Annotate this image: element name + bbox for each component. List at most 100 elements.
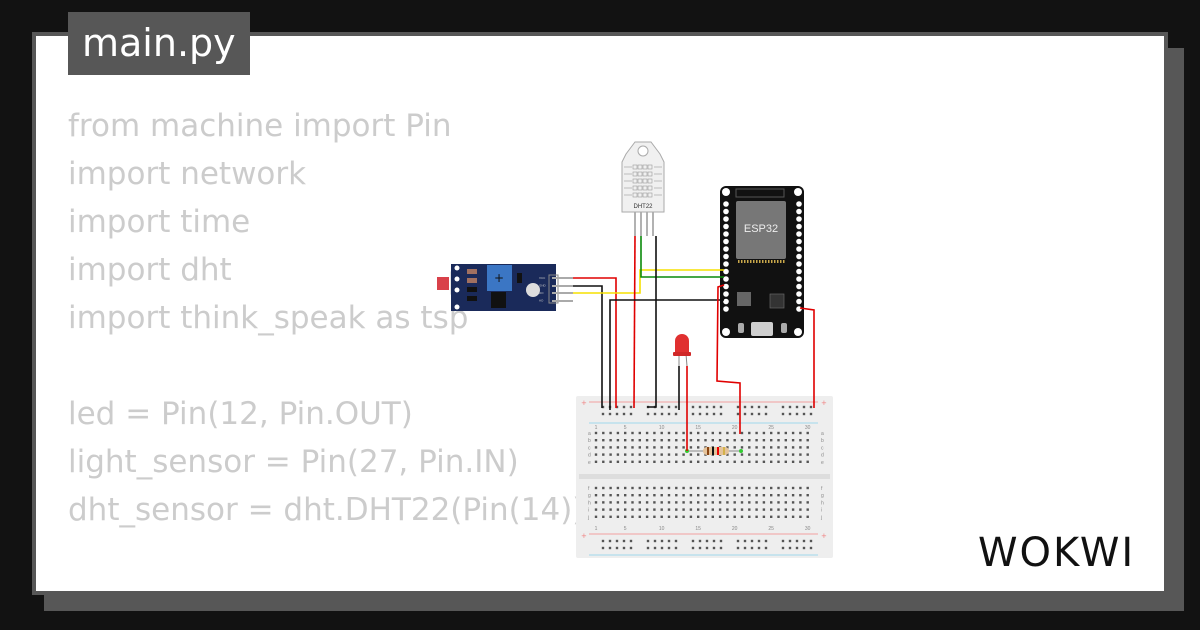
breadboard-hole[interactable]	[777, 439, 780, 442]
breadboard-hole[interactable]	[689, 486, 693, 490]
breadboard-hole[interactable]	[602, 431, 605, 435]
rail-hole[interactable]	[795, 546, 799, 550]
esp32-pin[interactable]	[723, 276, 729, 282]
breadboard-hole[interactable]	[791, 501, 795, 504]
breadboard-hole[interactable]	[740, 439, 744, 442]
breadboard-hole[interactable]	[704, 486, 707, 490]
rail-hole[interactable]	[809, 412, 813, 416]
breadboard-hole[interactable]	[755, 501, 758, 504]
rail-hole[interactable]	[629, 546, 633, 550]
rail-hole[interactable]	[698, 412, 702, 416]
rail-hole[interactable]	[795, 405, 799, 409]
breadboard-hole[interactable]	[667, 515, 671, 518]
rail-hole[interactable]	[629, 412, 633, 416]
breadboard-hole[interactable]	[770, 431, 773, 435]
breadboard-hole[interactable]	[660, 494, 663, 497]
breadboard-hole[interactable]	[704, 501, 707, 504]
breadboard-hole[interactable]	[645, 508, 649, 511]
breadboard-hole[interactable]	[602, 515, 605, 518]
breadboard-hole[interactable]	[660, 431, 663, 435]
rail-hole[interactable]	[653, 539, 657, 543]
breadboard-hole[interactable]	[806, 460, 809, 463]
breadboard-hole[interactable]	[616, 501, 620, 504]
breadboard-hole[interactable]	[675, 453, 678, 456]
rail-hole[interactable]	[795, 539, 799, 543]
breadboard-hole[interactable]	[624, 460, 627, 463]
rail-hole[interactable]	[653, 412, 657, 416]
breadboard-hole[interactable]	[718, 515, 722, 518]
breadboard-hole[interactable]	[682, 453, 685, 456]
breadboard-hole[interactable]	[682, 446, 685, 449]
rail-hole[interactable]	[667, 546, 671, 550]
breadboard-hole[interactable]	[609, 460, 612, 463]
breadboard-hole[interactable]	[667, 501, 671, 504]
esp32-pin[interactable]	[796, 276, 802, 282]
breadboard-hole[interactable]	[609, 515, 612, 518]
breadboard-hole[interactable]	[594, 508, 598, 511]
breadboard-hole[interactable]	[711, 515, 714, 518]
breadboard-hole[interactable]	[733, 494, 736, 497]
esp32-pin[interactable]	[723, 201, 729, 207]
breadboard-hole[interactable]	[762, 453, 766, 456]
breadboard-hole[interactable]	[704, 431, 707, 435]
breadboard-hole[interactable]	[594, 494, 598, 497]
breadboard-hole[interactable]	[609, 453, 612, 456]
rail-hole[interactable]	[764, 546, 768, 550]
breadboard-hole[interactable]	[748, 453, 751, 456]
breadboard-hole[interactable]	[609, 439, 612, 442]
breadboard-hole[interactable]	[645, 486, 649, 490]
breadboard-hole[interactable]	[806, 515, 809, 518]
rail-hole[interactable]	[608, 412, 612, 416]
breadboard-hole[interactable]	[784, 460, 787, 463]
breadboard-hole[interactable]	[791, 431, 795, 435]
rail-hole[interactable]	[629, 405, 633, 409]
breadboard-hole[interactable]	[791, 453, 795, 456]
breadboard-hole[interactable]	[675, 508, 678, 511]
breadboard-hole[interactable]	[594, 446, 598, 449]
breadboard-hole[interactable]	[616, 439, 620, 442]
rail-hole[interactable]	[691, 405, 695, 409]
breadboard-hole[interactable]	[638, 486, 641, 490]
breadboard-hole[interactable]	[624, 508, 627, 511]
breadboard-hole[interactable]	[770, 508, 773, 511]
breadboard-hole[interactable]	[740, 501, 744, 504]
breadboard-hole[interactable]	[777, 460, 780, 463]
dht22-sensor[interactable]: DHT22	[621, 141, 665, 236]
breadboard-hole[interactable]	[624, 501, 627, 504]
breadboard-hole[interactable]	[748, 460, 751, 463]
rail-hole[interactable]	[691, 539, 695, 543]
esp32-pin[interactable]	[723, 298, 729, 305]
breadboard-hole[interactable]	[762, 439, 766, 442]
breadboard-hole[interactable]	[616, 460, 620, 463]
breadboard-hole[interactable]	[726, 515, 729, 518]
breadboard-hole[interactable]	[653, 508, 656, 511]
breadboard-hole[interactable]	[689, 446, 693, 449]
breadboard-hole[interactable]	[726, 446, 729, 449]
esp32-pin[interactable]	[796, 291, 802, 297]
esp32-pin[interactable]	[723, 306, 729, 312]
breadboard-hole[interactable]	[660, 515, 663, 518]
breadboard-hole[interactable]	[653, 460, 656, 463]
rail-hole[interactable]	[802, 412, 806, 416]
breadboard-hole[interactable]	[609, 446, 612, 449]
esp32-pin[interactable]	[723, 291, 729, 297]
breadboard-hole[interactable]	[675, 501, 678, 504]
breadboard-hole[interactable]	[748, 508, 751, 511]
breadboard-hole[interactable]	[718, 508, 722, 511]
rail-hole[interactable]	[674, 539, 678, 543]
breadboard-hole[interactable]	[704, 508, 707, 511]
rail-hole[interactable]	[788, 412, 792, 416]
rail-hole[interactable]	[615, 412, 619, 416]
breadboard-hole[interactable]	[616, 446, 620, 449]
breadboard-hole[interactable]	[697, 486, 700, 490]
breadboard-hole[interactable]	[762, 460, 766, 463]
rail-hole[interactable]	[667, 405, 671, 409]
breadboard-hole[interactable]	[660, 446, 663, 449]
breadboard-hole[interactable]	[777, 486, 780, 490]
breadboard-hole[interactable]	[704, 515, 707, 518]
breadboard-hole[interactable]	[638, 515, 641, 518]
breadboard-hole[interactable]	[777, 515, 780, 518]
rail-hole[interactable]	[646, 539, 650, 543]
breadboard-hole[interactable]	[784, 486, 787, 490]
breadboard-hole[interactable]	[624, 446, 627, 449]
